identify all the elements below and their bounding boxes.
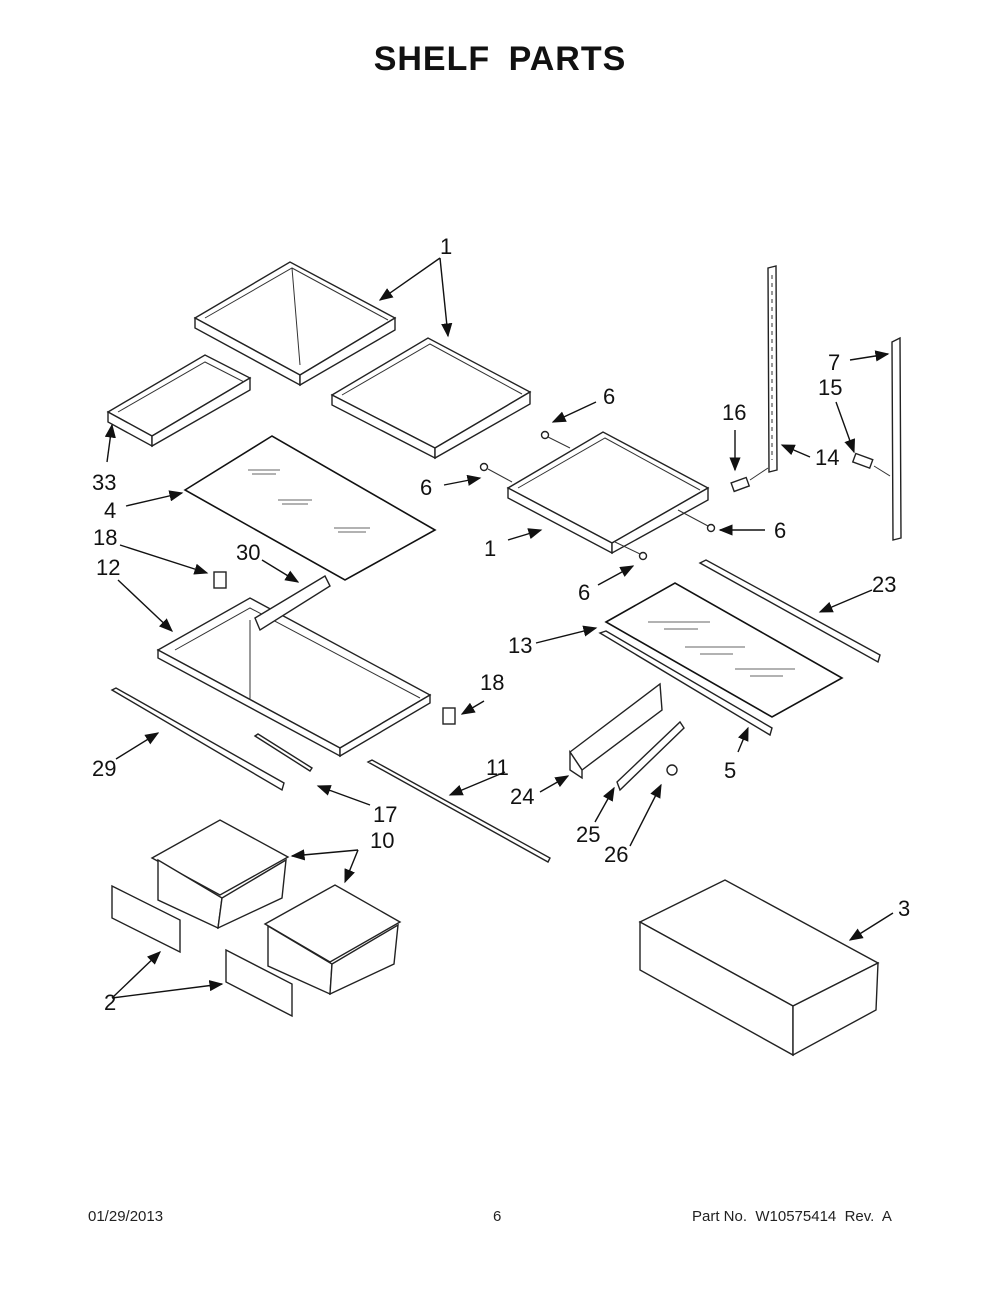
callout-1: 1 bbox=[484, 536, 496, 561]
callout-4: 4 bbox=[104, 498, 116, 523]
callout-1: 1 bbox=[440, 234, 452, 259]
callout-30: 30 bbox=[236, 540, 260, 565]
part-screws-6 bbox=[479, 430, 716, 561]
part-17 bbox=[253, 733, 313, 772]
part-frame-12 bbox=[156, 597, 432, 758]
callout-2: 2 bbox=[104, 990, 116, 1015]
part-bracket-24 bbox=[569, 682, 663, 780]
part-trim-29 bbox=[110, 687, 285, 792]
callout-10: 10 bbox=[370, 828, 394, 853]
part-trim-5 bbox=[598, 630, 773, 737]
part-rail-14 bbox=[767, 265, 778, 473]
part-slide-30 bbox=[254, 575, 331, 632]
callout-17: 17 bbox=[373, 802, 397, 827]
callout-5: 5 bbox=[724, 758, 736, 783]
part-drawer-3 bbox=[638, 879, 880, 1057]
callout-13: 13 bbox=[508, 633, 532, 658]
part-glass-4 bbox=[183, 435, 437, 581]
part-bin-10-upper bbox=[150, 819, 290, 930]
part-slide-25 bbox=[616, 720, 685, 792]
part-screw-16 bbox=[730, 467, 769, 493]
callout-6: 6 bbox=[578, 580, 590, 605]
callout-33: 33 bbox=[92, 470, 116, 495]
footer-date: 01/29/2013 bbox=[88, 1208, 164, 1225]
part-rod-11 bbox=[366, 759, 551, 863]
callout-6: 6 bbox=[603, 384, 615, 409]
footer-page-number: 6 bbox=[493, 1208, 502, 1225]
part-trim-23 bbox=[698, 559, 881, 664]
part-shelf-33 bbox=[106, 354, 252, 448]
part-clip-18-left bbox=[213, 571, 227, 589]
part-shelf-1-lower bbox=[506, 431, 710, 555]
callout-25: 25 bbox=[576, 822, 600, 847]
part-shelf-1-middle bbox=[330, 337, 532, 460]
callout-18: 18 bbox=[93, 525, 117, 550]
callout-26: 26 bbox=[604, 842, 628, 867]
callout-7: 7 bbox=[828, 350, 840, 375]
footer-part-number: Part No. W10575414 Rev. A bbox=[692, 1208, 892, 1225]
part-shelf-1-top bbox=[193, 261, 397, 387]
callout-14: 14 bbox=[815, 445, 839, 470]
callout-29: 29 bbox=[92, 756, 116, 781]
part-screw-26 bbox=[666, 764, 678, 776]
part-screw-15 bbox=[851, 452, 891, 477]
part-clip-18-right bbox=[442, 707, 456, 725]
callout-6: 6 bbox=[420, 475, 432, 500]
callout-16: 16 bbox=[722, 400, 746, 425]
callout-3: 3 bbox=[898, 896, 910, 921]
callout-6: 6 bbox=[774, 518, 786, 543]
callout-11: 11 bbox=[486, 755, 509, 780]
part-rail-7 bbox=[891, 336, 902, 541]
callout-18: 18 bbox=[480, 670, 504, 695]
part-cover-2-lower bbox=[225, 948, 293, 1018]
callout-15: 15 bbox=[818, 375, 842, 400]
leader-lines bbox=[104, 257, 894, 999]
callout-23: 23 bbox=[872, 572, 896, 597]
part-bin-10-lower bbox=[263, 884, 402, 996]
part-glass-13 bbox=[604, 582, 844, 718]
callout-12: 12 bbox=[96, 555, 120, 580]
page-title: SHELF PARTS bbox=[373, 40, 627, 78]
part-cover-2-upper bbox=[111, 884, 181, 954]
callout-24: 24 bbox=[510, 784, 534, 809]
